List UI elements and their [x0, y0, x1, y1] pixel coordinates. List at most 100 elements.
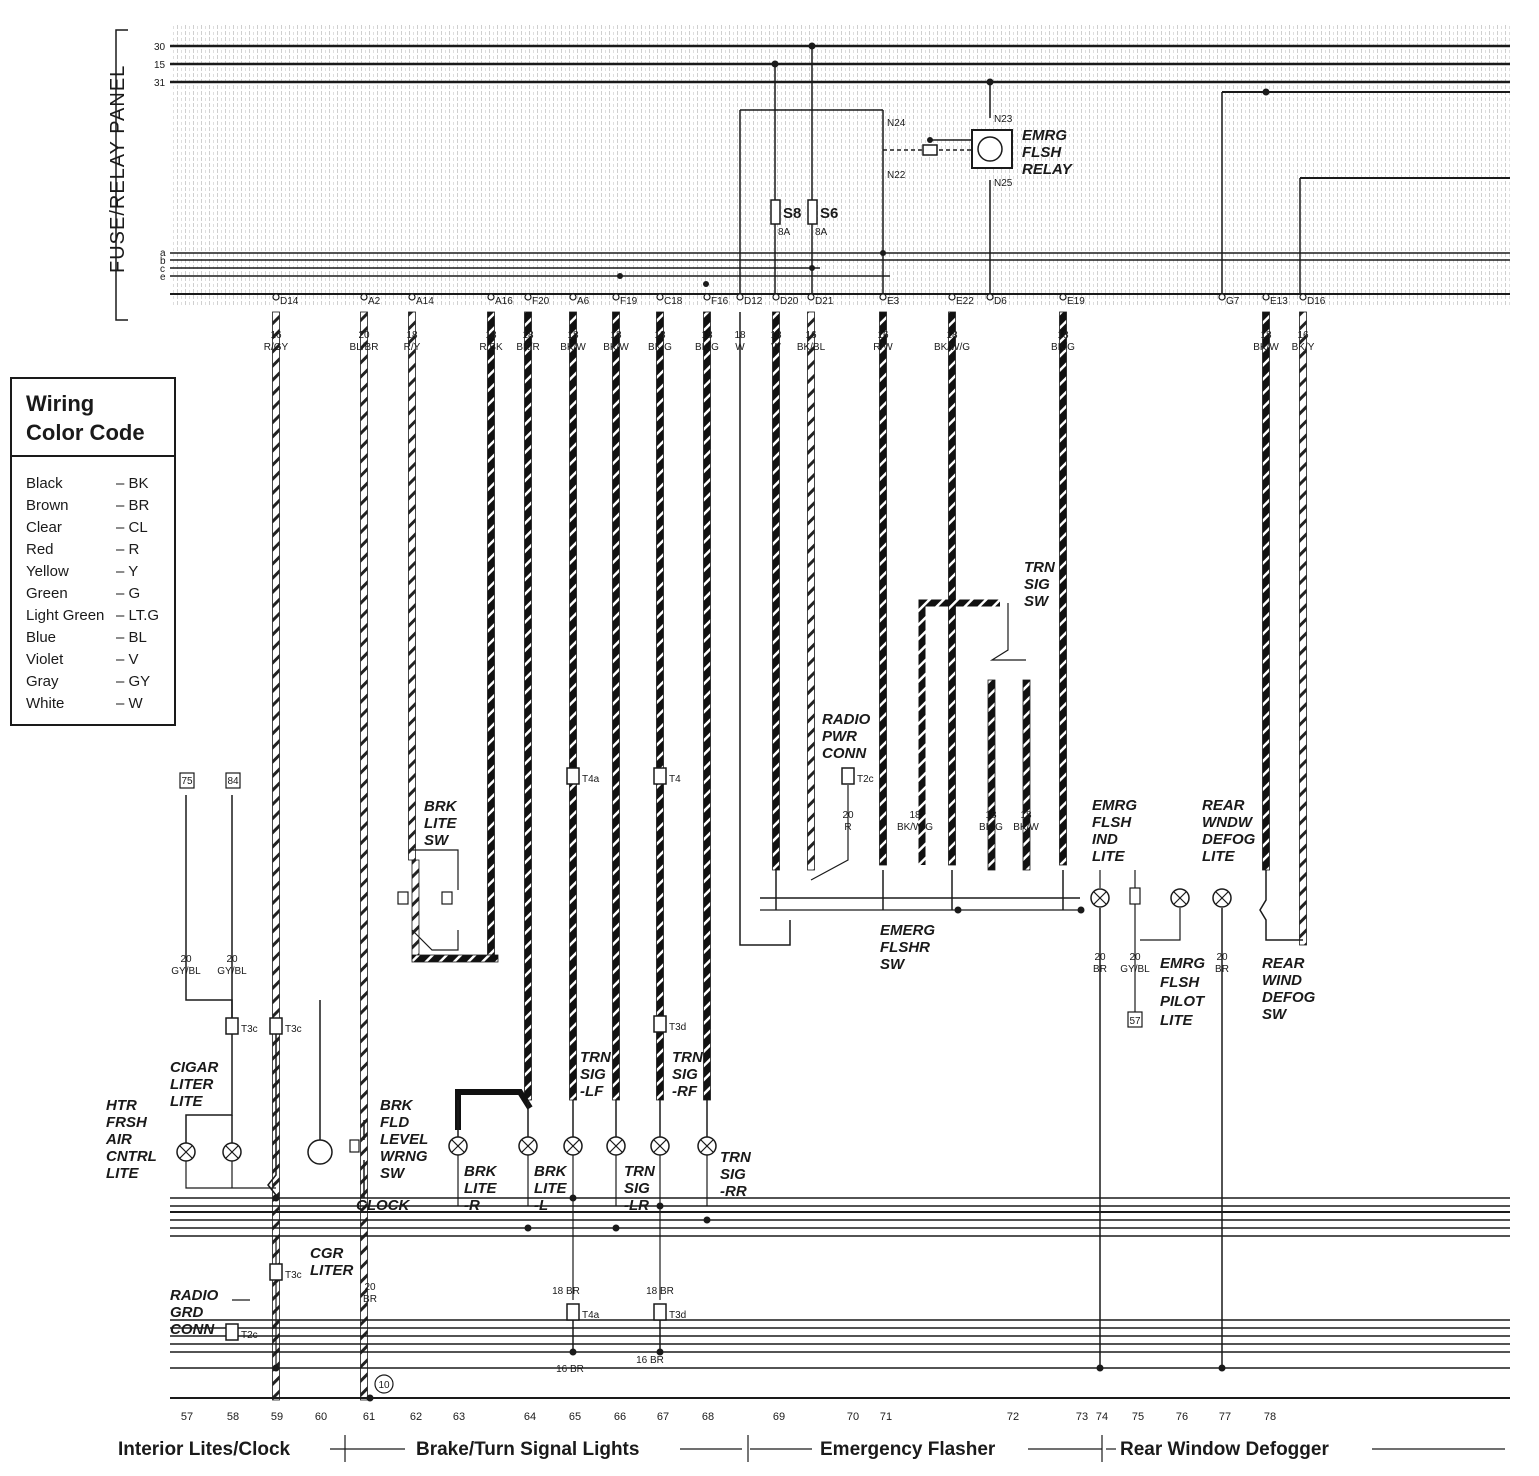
wire-run [411, 859, 420, 961]
legend-color-name: Violet [26, 651, 64, 668]
wire-gauge: 18 [946, 330, 958, 341]
terminal-pin [703, 293, 711, 301]
wire-gauge: 20 [358, 330, 370, 341]
terminal-label: D21 [815, 296, 834, 307]
lamp-symbol [176, 1142, 196, 1162]
column-number: 63 [453, 1411, 465, 1423]
wire-color: BR [1215, 964, 1229, 975]
wire-color: GY/BL [171, 966, 201, 977]
clock-label: CLOCK [356, 1197, 410, 1214]
wire-run [807, 311, 815, 871]
terminal-pin [487, 293, 495, 301]
wire-label: 16 BR [636, 1355, 664, 1366]
column-number: 67 [657, 1411, 669, 1423]
bus-label-e: e [160, 272, 166, 283]
column-number: 57 [181, 1411, 193, 1423]
brk-lite-switch [441, 891, 453, 905]
wire-run [1262, 311, 1270, 871]
wire-run [411, 954, 499, 963]
legend-color-name: Clear [26, 519, 62, 536]
legend-color-name: Light Green [26, 607, 105, 624]
relay-pin-n22: N22 [887, 170, 906, 181]
terminal-label: D20 [780, 296, 799, 307]
legend-color-code: – G [116, 585, 141, 602]
fuse-s8-label: S8 [783, 205, 801, 222]
legend-color-name: Brown [26, 497, 69, 514]
wire-gauge: 18 [734, 330, 746, 341]
wire-color: BK/W/G [934, 342, 970, 353]
terminal-pin [1218, 293, 1226, 301]
fuse-relay-panel-area [170, 25, 1510, 305]
terminal-pin [772, 293, 780, 301]
legend-row: Black– BK [26, 473, 174, 495]
relay-pin-n23: N23 [994, 114, 1013, 125]
circuit-line [185, 1034, 233, 1145]
terminal-pin [879, 293, 887, 301]
terminal-pin [1059, 293, 1067, 301]
wire-gauge: 20 [226, 954, 238, 965]
bus-label-b: b [160, 256, 166, 267]
wire-gauge: 18 [522, 330, 534, 341]
ref-box [1127, 1011, 1143, 1028]
ref-number: 75 [181, 776, 193, 787]
wire-gauge: 16 [1297, 330, 1309, 341]
bus-label-a: a [160, 248, 166, 259]
terminal-pin [986, 293, 994, 301]
wire-gauge: 18 [610, 330, 622, 341]
wire-run [569, 311, 577, 1101]
section-label: Brake/Turn Signal Lights [416, 1439, 639, 1460]
wire-color: BR [363, 1294, 377, 1305]
brk-fld-switch [349, 1139, 360, 1153]
junction-dot [656, 1348, 664, 1356]
column-number: 60 [315, 1411, 327, 1423]
column-number: 58 [227, 1411, 239, 1423]
legend-row: Yellow– Y [26, 561, 174, 583]
ref-number: 84 [227, 776, 239, 787]
section-label: Rear Window Defogger [1120, 1439, 1329, 1460]
lamp-symbol [606, 1136, 626, 1156]
wire-run [739, 312, 791, 946]
terminal-label: F20 [532, 296, 550, 307]
connector-symbol: T3c [225, 1017, 258, 1035]
wire-color: R/Y [404, 342, 421, 353]
legend-color-name: Black [26, 475, 63, 492]
junction-dot [1077, 906, 1085, 914]
wire-color: BK/G [1051, 342, 1075, 353]
legend-color-code: – R [116, 541, 140, 558]
terminal-label: E13 [1270, 296, 1288, 307]
legend-row: Violet – V [26, 649, 174, 671]
legend-color-code: – V [116, 651, 139, 668]
lamp-symbol [563, 1136, 583, 1156]
column-number: 61 [363, 1411, 375, 1423]
wire-gauge: 20 [364, 1282, 376, 1293]
wire-color: BK/R [516, 342, 539, 353]
circuit-line [411, 929, 459, 951]
connector-symbol: T4a [566, 1303, 600, 1321]
connector-symbol: T3d [653, 1303, 686, 1321]
connector-label: T4a [582, 774, 600, 785]
terminal-pin [807, 293, 815, 301]
wire-color: BK/W [1253, 342, 1279, 353]
connector-label: T4 [669, 774, 681, 785]
lamp-symbol [1090, 888, 1110, 908]
wire-gauge: 18 [1260, 330, 1272, 341]
legend-color-code: – BR [116, 497, 150, 514]
junction-dot [524, 1224, 532, 1232]
wire-label: 18 BR [552, 1286, 580, 1297]
terminal-pin [1262, 293, 1270, 301]
lamp-symbol [1212, 888, 1232, 908]
terminal-label: G7 [1226, 296, 1240, 307]
legend-row: Blue– BL [26, 627, 174, 649]
legend-title-line2: Color Code [26, 420, 145, 445]
